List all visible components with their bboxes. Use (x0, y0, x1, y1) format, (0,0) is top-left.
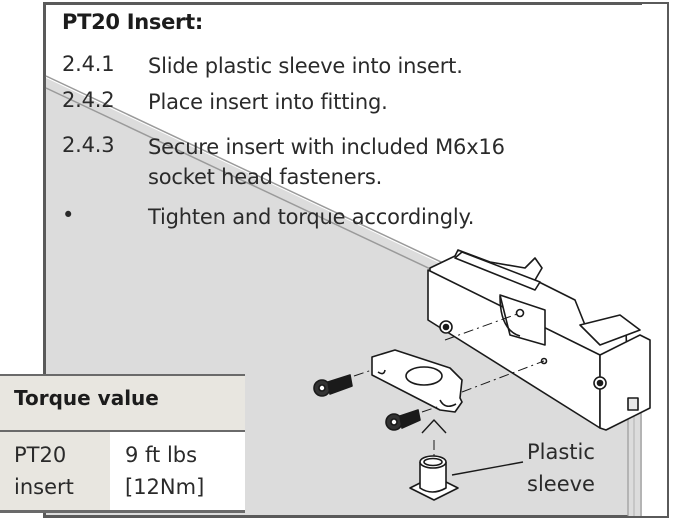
insert-icon (371, 349, 463, 413)
table-divider (0, 430, 245, 432)
step-text-line1: Secure insert with included M6x16 (148, 135, 505, 159)
socket-head-fastener-icon (385, 409, 421, 431)
value-cell-bg (110, 432, 245, 510)
plastic-sleeve-icon (409, 455, 459, 501)
value-line2: [12Nm] (125, 475, 205, 499)
step-text-line2: socket head fasteners. (148, 165, 383, 189)
socket-head-fastener-icon (313, 374, 353, 397)
plastic-sleeve-callout: Plastic sleeve (527, 436, 595, 500)
part-line2: insert (14, 475, 74, 499)
torque-table: Torque value PT20 insert 9 ft lbs [12Nm] (0, 374, 245, 513)
value-line1: 9 ft lbs (125, 443, 198, 467)
callout-line1: Plastic (527, 440, 595, 464)
bullet: • (62, 203, 75, 227)
fitting-icon (427, 249, 651, 431)
callout-line2: sleeve (527, 472, 595, 496)
step-number: 2.4.1 (62, 52, 115, 76)
step-text: Tighten and torque accordingly. (148, 205, 475, 229)
step-number: 2.4.2 (62, 88, 115, 112)
part-line1: PT20 (14, 443, 67, 467)
step-text: Slide plastic sleeve into insert. (148, 54, 463, 78)
step-text: Place insert into fitting. (148, 90, 388, 114)
value-cell: 9 ft lbs [12Nm] (125, 439, 204, 503)
step-number: 2.4.3 (62, 133, 115, 157)
torque-table-header: Torque value (14, 386, 159, 410)
section-title: PT20 Insert: (62, 10, 203, 34)
part-cell: PT20 insert (14, 439, 74, 503)
